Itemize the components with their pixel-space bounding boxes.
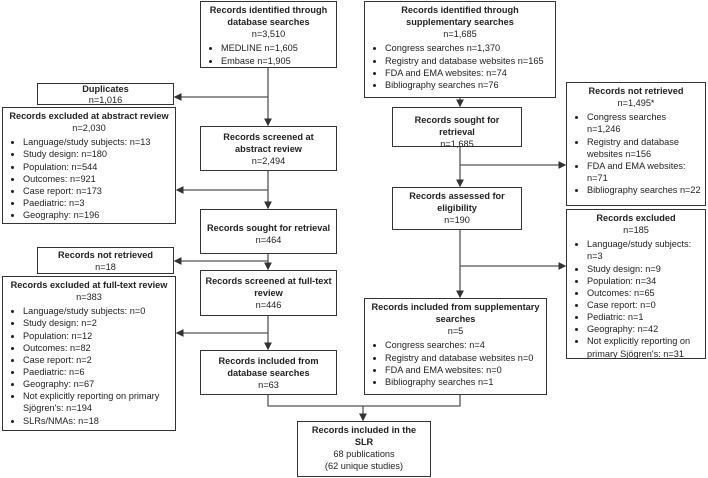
box-included-supp: Records included from supplementary sear… xyxy=(364,298,547,395)
box-supp-identified: Records identified through supplementary… xyxy=(364,1,556,98)
box-count: n=18 xyxy=(95,262,116,273)
box-count: n=190 xyxy=(444,215,470,226)
list-item: Population: n=544 xyxy=(23,161,171,173)
list-item: Study design: n=2 xyxy=(23,317,171,329)
box-count: n=5 xyxy=(447,326,464,337)
box-title: Records not retrieved xyxy=(588,86,684,96)
list-item: Not explicitly reporting on primary Sjög… xyxy=(587,335,701,359)
publications-count: 68 publications xyxy=(333,449,395,460)
box-title: Records excluded xyxy=(596,213,676,223)
box-title: Records included in the SLR xyxy=(311,425,417,448)
list-item: Outcomes: n=82 xyxy=(23,342,171,354)
box-count: n=3,510 xyxy=(251,29,286,40)
box-not-retrieved-db: Records not retrieved n=18 xyxy=(37,247,174,274)
list-item: Embase n=1,905 xyxy=(221,55,332,67)
list-item: Not explicitly reporting on primary Sjög… xyxy=(23,390,171,414)
list-item: FDA and EMA websites: n=0 xyxy=(385,364,542,376)
box-title: Records included from database searches xyxy=(218,356,319,379)
box-title: Records sought for retrieval xyxy=(206,223,331,233)
box-title: Duplicates xyxy=(82,84,129,94)
box-title: Records not retrieved xyxy=(58,250,153,260)
list-item: Geography: n=42 xyxy=(587,323,701,335)
box-title: Records identified through supplementary… xyxy=(401,5,519,28)
box-not-retrieved-supp: Records not retrieved n=1,495* Congress … xyxy=(566,82,706,206)
list-item: Outcomes: n=65 xyxy=(587,287,701,299)
list-item: Registry and database websites n=0 xyxy=(385,352,542,364)
box-title: Records sought for retrieval xyxy=(414,115,500,138)
box-count: n=1,685 xyxy=(440,139,474,150)
list-item: Study design: n=180 xyxy=(23,148,171,160)
list-item: Case report: n=0 xyxy=(587,299,701,311)
list-item: Bibliography searches n=22 xyxy=(587,184,701,196)
box-sought-db: Records sought for retrieval n=464 xyxy=(200,209,337,254)
box-db-identified: Records identified through database sear… xyxy=(200,1,337,68)
list-item: Language/study subjects: n=3 xyxy=(587,238,701,262)
list-item: Study design: n=9 xyxy=(587,263,701,275)
list-item: Registry and database websites n=165 xyxy=(385,55,551,67)
list-item: Pediatric: n=1 xyxy=(587,311,701,323)
list-item: Population: n=12 xyxy=(23,330,171,342)
list-item: Outcomes: n=921 xyxy=(23,173,171,185)
list-item: Population: n=34 xyxy=(587,275,701,287)
list-item: FDA and EMA websites: n=74 xyxy=(385,67,551,79)
box-count: n=1,016 xyxy=(88,95,123,106)
box-excluded-supp: Records excluded n=185 Language/study su… xyxy=(566,209,706,359)
list-item: Paediatric: n=6 xyxy=(23,366,171,378)
box-title: Records identified through database sear… xyxy=(209,5,328,28)
list-item: MEDLINE n=1,605 xyxy=(221,42,332,54)
list-item: Case report: n=2 xyxy=(23,354,171,366)
unique-studies-count: (62 unique studies) xyxy=(324,461,404,472)
list-item: SLRs/NMAs: n=18 xyxy=(23,415,171,427)
box-count: n=185 xyxy=(623,225,649,236)
box-excluded-abstract: Records excluded at abstract review n=2,… xyxy=(2,107,176,224)
box-title: Records screened at full-text review xyxy=(205,276,332,299)
box-screened-abstract: Records screened at abstract review n=2,… xyxy=(200,126,337,171)
list-item: Language/study subjects: n=13 xyxy=(23,136,171,148)
list-item: Geography: n=196 xyxy=(23,209,171,221)
box-count: n=1,495* xyxy=(617,98,655,109)
box-count: n=1,685 xyxy=(443,29,477,40)
box-excluded-fulltext: Records excluded at full-text review n=3… xyxy=(2,276,176,431)
box-count: n=464 xyxy=(255,235,282,246)
box-count: n=383 xyxy=(76,292,102,303)
box-included-slr: Records included in the SLR 68 publicati… xyxy=(297,421,431,477)
box-screened-fulltext: Records screened at full-text review n=4… xyxy=(200,270,337,316)
box-title: Records screened at abstract review xyxy=(223,132,314,155)
box-title: Records excluded at abstract review xyxy=(9,111,169,121)
box-count: n=446 xyxy=(255,300,282,311)
merge-line xyxy=(267,394,461,407)
list-item: Congress searches n=1,370 xyxy=(385,42,551,54)
box-assessed: Records assessed for eligibility n=190 xyxy=(392,187,522,230)
box-count: n=63 xyxy=(258,380,279,391)
list-item: Bibliography searches n=1 xyxy=(385,376,542,388)
list-item: Paediatric: n=3 xyxy=(23,197,171,209)
list-item: Case report: n=173 xyxy=(23,185,171,197)
box-sought-supp: Records sought for retrieval n=1,685 xyxy=(392,107,522,150)
list-item: Congress searches: n=4 xyxy=(385,339,542,351)
list-item: Geography: n=67 xyxy=(23,378,171,390)
list-item: Congress searches n=1,246 xyxy=(587,111,701,135)
box-included-db: Records included from database searches … xyxy=(200,350,337,395)
box-duplicates: Duplicates n=1,016 xyxy=(37,83,174,105)
list-item: FDA and EMA websites: n=71 xyxy=(587,160,701,184)
box-title: Records excluded at full-text review xyxy=(10,280,168,290)
box-count: n=2,494 xyxy=(251,156,286,167)
box-count: n=2,030 xyxy=(72,123,106,134)
list-item: Bibliography searches n=76 xyxy=(385,79,551,91)
list-item: Registry and database websites n=156 xyxy=(587,136,701,160)
box-title: Records assessed for eligibility xyxy=(409,191,505,214)
box-title: Records included from supplementary sear… xyxy=(371,302,540,325)
list-item: Language/study subjects: n=0 xyxy=(23,305,171,317)
